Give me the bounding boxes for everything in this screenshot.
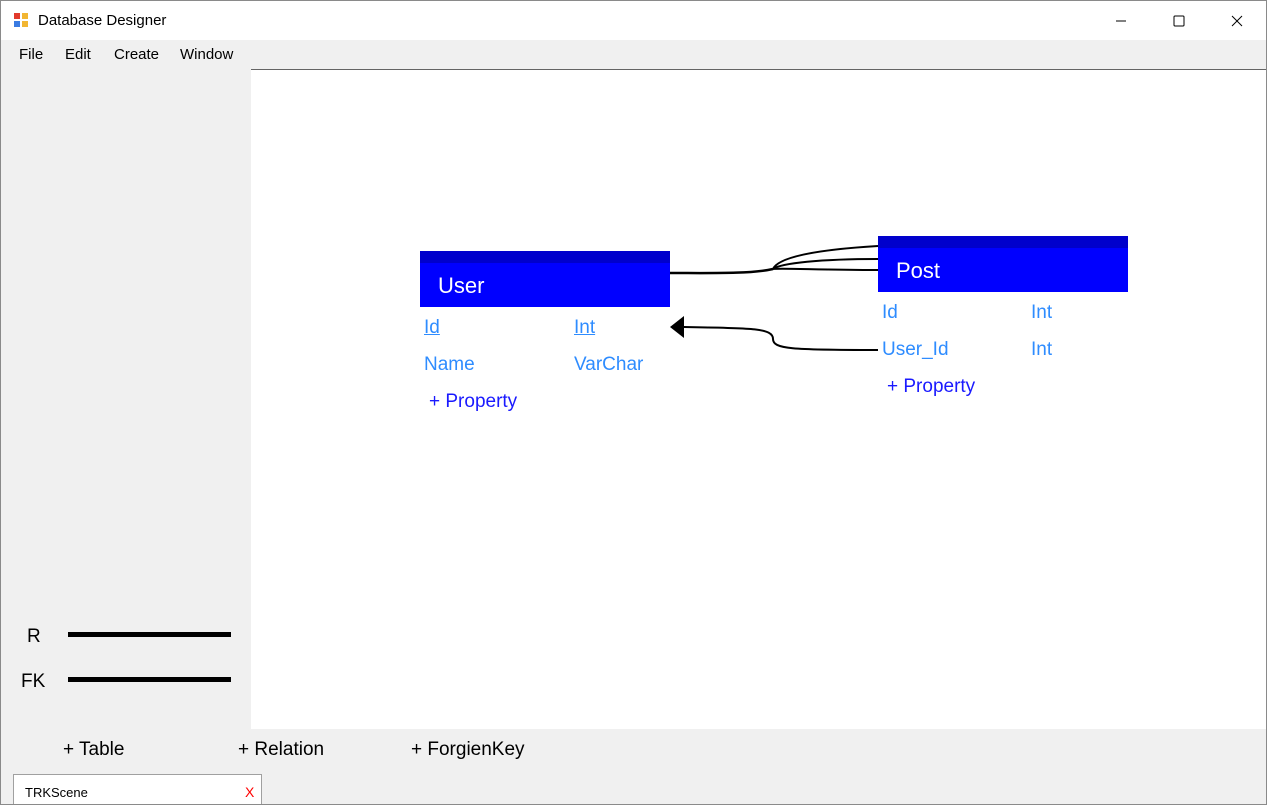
window-title: Database Designer (38, 12, 167, 29)
post-field-user-id-type[interactable]: Int (1031, 339, 1053, 360)
table-user-name: User (438, 273, 485, 298)
app-icon (14, 13, 28, 27)
table-user[interactable]: User Id Int Name VarChar + Property (420, 251, 670, 421)
menu-window[interactable]: Window (180, 46, 234, 63)
user-field-id-type[interactable]: Int (574, 317, 596, 338)
legend-foreign-key-label: FK (21, 671, 46, 692)
tab-trkscene-label: TRKScene (25, 785, 88, 800)
maximize-icon (1173, 15, 1185, 26)
table-post-name: Post (896, 258, 941, 283)
post-field-id-name[interactable]: Id (882, 302, 898, 323)
user-field-name-type[interactable]: VarChar (574, 354, 644, 375)
user-field-name-name[interactable]: Name (424, 354, 475, 375)
legend-relation-line[interactable] (68, 632, 231, 637)
post-field-user-id-name[interactable]: User_Id (882, 339, 949, 360)
legend-relation-label: R (27, 626, 41, 647)
add-relation-button[interactable]: + Relation (238, 739, 325, 760)
add-table-button[interactable]: + Table (63, 739, 125, 760)
minimize-icon (1116, 20, 1126, 21)
user-add-property-button[interactable]: + Property (429, 391, 518, 412)
user-field-id-name[interactable]: Id (424, 317, 440, 338)
menu-create[interactable]: Create (114, 46, 160, 63)
menu-file[interactable]: File (19, 46, 44, 63)
table-post[interactable]: Post Id Int User_Id Int + Property (878, 236, 1128, 406)
table-post-header[interactable]: Post (878, 236, 1128, 292)
minimize-button[interactable] (1092, 1, 1150, 40)
menu-edit[interactable]: Edit (65, 46, 91, 63)
tab-trkscene[interactable]: TRKScene X (13, 774, 262, 804)
diagram-canvas[interactable]: User Id Int Name VarChar + Property Post… (251, 69, 1266, 729)
legend-foreign-key-line[interactable] (68, 677, 231, 682)
title-bar: Database Designer (1, 1, 1266, 40)
close-button[interactable] (1208, 1, 1266, 40)
maximize-button[interactable] (1150, 1, 1208, 40)
arrowhead-icon (670, 316, 684, 338)
table-user-header-band (420, 251, 670, 263)
table-post-header-band (878, 236, 1128, 248)
post-field-id-type[interactable]: Int (1031, 302, 1053, 323)
table-user-header[interactable]: User (420, 251, 670, 307)
relation-connectors (669, 245, 879, 351)
menu-bar: File Edit Create Window (1, 40, 1266, 70)
close-icon (1231, 15, 1243, 26)
relation-user-post[interactable] (669, 245, 879, 275)
post-add-property-button[interactable]: + Property (887, 376, 976, 397)
add-foreign-key-button[interactable]: + ForgienKey (411, 739, 525, 760)
tab-close-button[interactable]: X (245, 784, 255, 800)
foreign-key-post-user[interactable] (670, 316, 879, 351)
